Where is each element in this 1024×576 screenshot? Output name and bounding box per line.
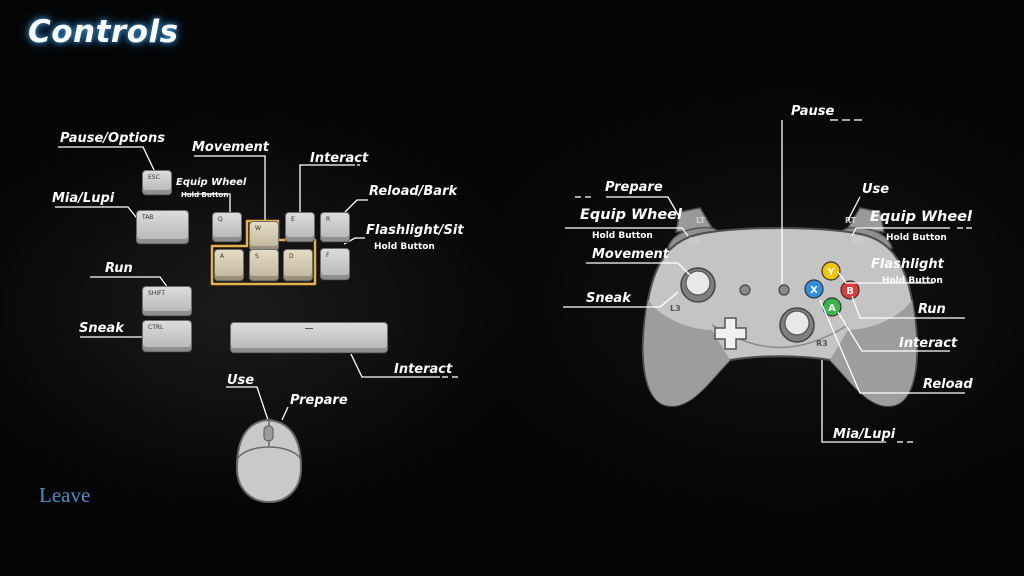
label-interact-key: Interact bbox=[310, 151, 369, 166]
key-shift: SHIFT bbox=[142, 286, 192, 316]
mouse-wheel-icon bbox=[263, 425, 274, 442]
key-d: D bbox=[283, 249, 313, 281]
key-a: A bbox=[214, 249, 244, 281]
label-ctrl-reload: Reload bbox=[923, 377, 973, 392]
label-interact-space: Interact bbox=[394, 362, 453, 377]
label-ctrl-equip-hold-right: Hold Button bbox=[886, 233, 947, 243]
label-movement: Movement bbox=[192, 140, 269, 155]
label-equip-wheel: Equip Wheel bbox=[176, 177, 247, 188]
label-ctrl-equip-hold-left: Hold Button bbox=[592, 231, 653, 241]
mouse-icon bbox=[235, 418, 303, 504]
space-mark bbox=[305, 328, 313, 329]
rb-glyph: RB bbox=[852, 236, 864, 245]
b-button-icon bbox=[840, 280, 860, 300]
key-f: F bbox=[320, 248, 350, 280]
label-flashlight-hold: Hold Button bbox=[374, 242, 435, 252]
key-w: W bbox=[249, 221, 279, 251]
label-ctrl-interact: Interact bbox=[899, 336, 958, 351]
label-flashlight-sit: Flashlight/Sit bbox=[366, 223, 464, 238]
menu-button-icon bbox=[778, 284, 790, 296]
key-e: E bbox=[285, 212, 315, 242]
label-run: Run bbox=[105, 261, 133, 276]
y-button-icon bbox=[821, 261, 841, 281]
key-ctrl: CTRL bbox=[142, 320, 192, 352]
l3-glyph: L3 bbox=[670, 304, 681, 313]
rt-glyph: RT bbox=[845, 216, 857, 225]
b-glyph: B bbox=[846, 286, 854, 297]
label-mia-lupi: Mia/Lupi bbox=[52, 191, 115, 206]
label-ctrl-equip-wheel-right: Equip Wheel bbox=[870, 209, 972, 225]
label-sneak: Sneak bbox=[79, 321, 124, 336]
label-prepare: Prepare bbox=[290, 393, 348, 408]
label-use: Use bbox=[227, 373, 255, 388]
x-button-icon bbox=[804, 279, 824, 299]
page-title: Controls bbox=[28, 14, 179, 50]
label-reload-bark: Reload/Bark bbox=[369, 184, 458, 199]
y-glyph: Y bbox=[826, 267, 835, 278]
label-ctrl-pause: Pause bbox=[791, 104, 835, 119]
key-space bbox=[230, 322, 388, 353]
controller-leader-lines bbox=[563, 120, 965, 443]
r3-glyph: R3 bbox=[816, 339, 828, 348]
a-glyph: A bbox=[828, 303, 836, 314]
label-ctrl-use: Use bbox=[862, 182, 890, 197]
label-ctrl-equip-wheel-left: Equip Wheel bbox=[580, 207, 682, 223]
label-ctrl-prepare: Prepare bbox=[605, 180, 663, 195]
view-button-icon bbox=[739, 284, 751, 296]
label-pause-options: Pause/Options bbox=[60, 131, 165, 146]
label-ctrl-run: Run bbox=[918, 302, 946, 317]
key-s: S bbox=[249, 249, 279, 281]
label-ctrl-movement: Movement bbox=[592, 247, 669, 262]
label-ctrl-sneak: Sneak bbox=[586, 291, 631, 306]
lb-glyph: LB bbox=[689, 236, 700, 245]
key-tab: TAB bbox=[136, 210, 189, 244]
dpad-icon bbox=[714, 317, 747, 350]
lt-glyph: LT bbox=[696, 216, 706, 225]
x-glyph: X bbox=[810, 285, 818, 296]
label-ctrl-flashlight-hold: Hold Button bbox=[882, 276, 943, 286]
key-esc: ESC bbox=[142, 170, 172, 195]
label-ctrl-mia-lupi: Mia/Lupi bbox=[833, 427, 896, 442]
label-equip-hold: Hold Button bbox=[181, 191, 229, 199]
key-q: Q bbox=[212, 212, 242, 242]
label-ctrl-flashlight: Flashlight bbox=[871, 257, 944, 272]
key-r: R bbox=[320, 212, 350, 242]
leave-button[interactable]: Leave bbox=[39, 483, 91, 507]
